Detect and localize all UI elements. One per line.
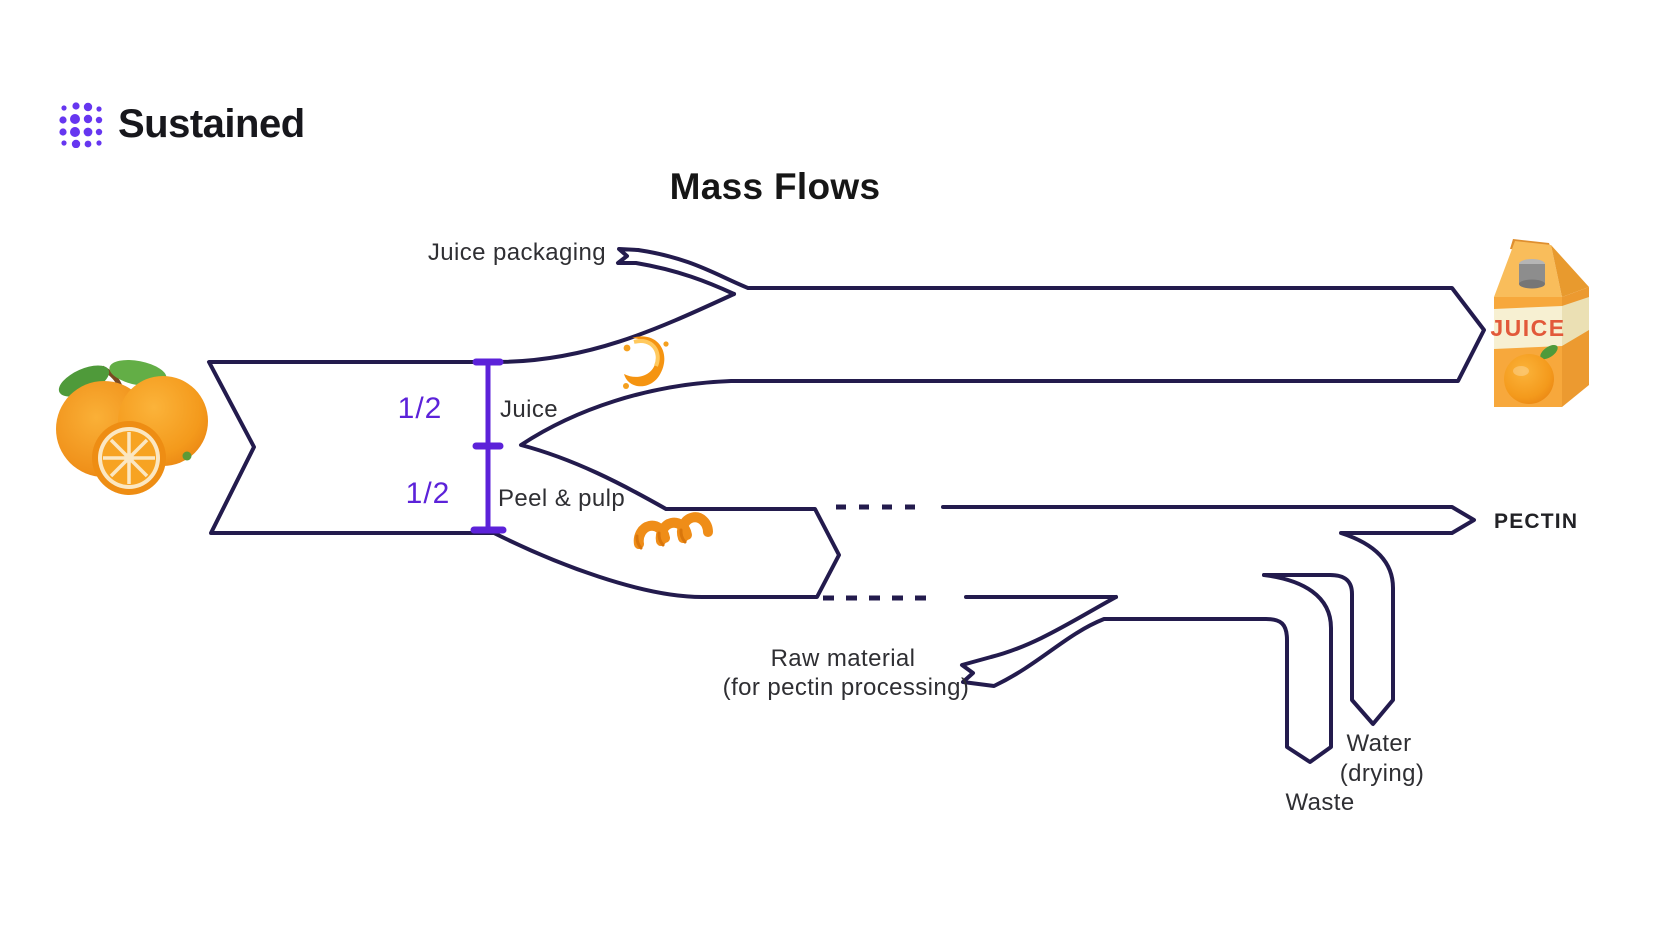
label-water-line1: Water bbox=[1346, 730, 1411, 757]
orange-peel-curl-icon bbox=[633, 512, 713, 550]
label-raw-material-line2: (for pectin processing) bbox=[723, 674, 970, 701]
carton-orange-leaf bbox=[1540, 344, 1558, 360]
juice-splash-icon bbox=[623, 336, 669, 389]
label-juice-packaging: Juice packaging bbox=[428, 239, 606, 266]
flow-juice-packaging-band bbox=[616, 247, 736, 296]
fraction-bracket bbox=[470, 358, 507, 534]
carton-orange-highlight bbox=[1513, 366, 1529, 376]
orange-calyx bbox=[182, 451, 192, 461]
juice-carton-illustration: JUICE bbox=[1490, 239, 1589, 407]
splash-droplet-1 bbox=[623, 344, 631, 352]
splash-droplet-3 bbox=[623, 383, 629, 389]
flow-waste-branch-and-raw-material bbox=[960, 573, 1333, 764]
peel-shade-1 bbox=[635, 534, 643, 550]
orange-half bbox=[92, 421, 166, 495]
carton-orange-fruit bbox=[1504, 354, 1554, 404]
label-juice: Juice bbox=[500, 396, 558, 423]
carton-gable-side bbox=[1551, 245, 1589, 297]
label-pectin: PECTIN bbox=[1494, 510, 1578, 533]
dot-grid-logo-icon bbox=[59, 102, 103, 148]
orange-leaf-left bbox=[58, 365, 110, 397]
carton-cap-body bbox=[1519, 264, 1545, 284]
page-title: Mass Flows bbox=[670, 166, 881, 207]
carton-label-band-side bbox=[1562, 297, 1589, 346]
carton-juice-text: JUICE bbox=[1490, 315, 1565, 341]
label-water-line2: (drying) bbox=[1340, 760, 1425, 787]
label-raw-material-line1: Raw material bbox=[771, 645, 916, 672]
logo-wordmark: Sustained bbox=[118, 101, 305, 146]
sustained-logo: Sustained bbox=[58, 100, 305, 148]
peel-shade-2 bbox=[657, 531, 665, 547]
orange-half-center bbox=[124, 453, 134, 463]
label-waste: Waste bbox=[1285, 789, 1354, 816]
carton-cap-base bbox=[1519, 279, 1545, 289]
flow-pectin-and-water-branch bbox=[941, 505, 1476, 726]
label-juice-fraction: 1/2 bbox=[398, 392, 443, 425]
carton-label-band bbox=[1494, 306, 1562, 349]
flow-main-juice-peel-outline bbox=[207, 248, 1486, 599]
peel-shade-3 bbox=[679, 528, 687, 544]
peel-coil-3 bbox=[677, 512, 713, 543]
splash-droplet-2 bbox=[663, 341, 669, 347]
splash-highlight bbox=[633, 339, 660, 367]
oranges-illustration bbox=[56, 359, 208, 495]
label-peel-pulp: Peel & pulp bbox=[498, 485, 625, 512]
label-peel-fraction: 1/2 bbox=[406, 477, 451, 510]
